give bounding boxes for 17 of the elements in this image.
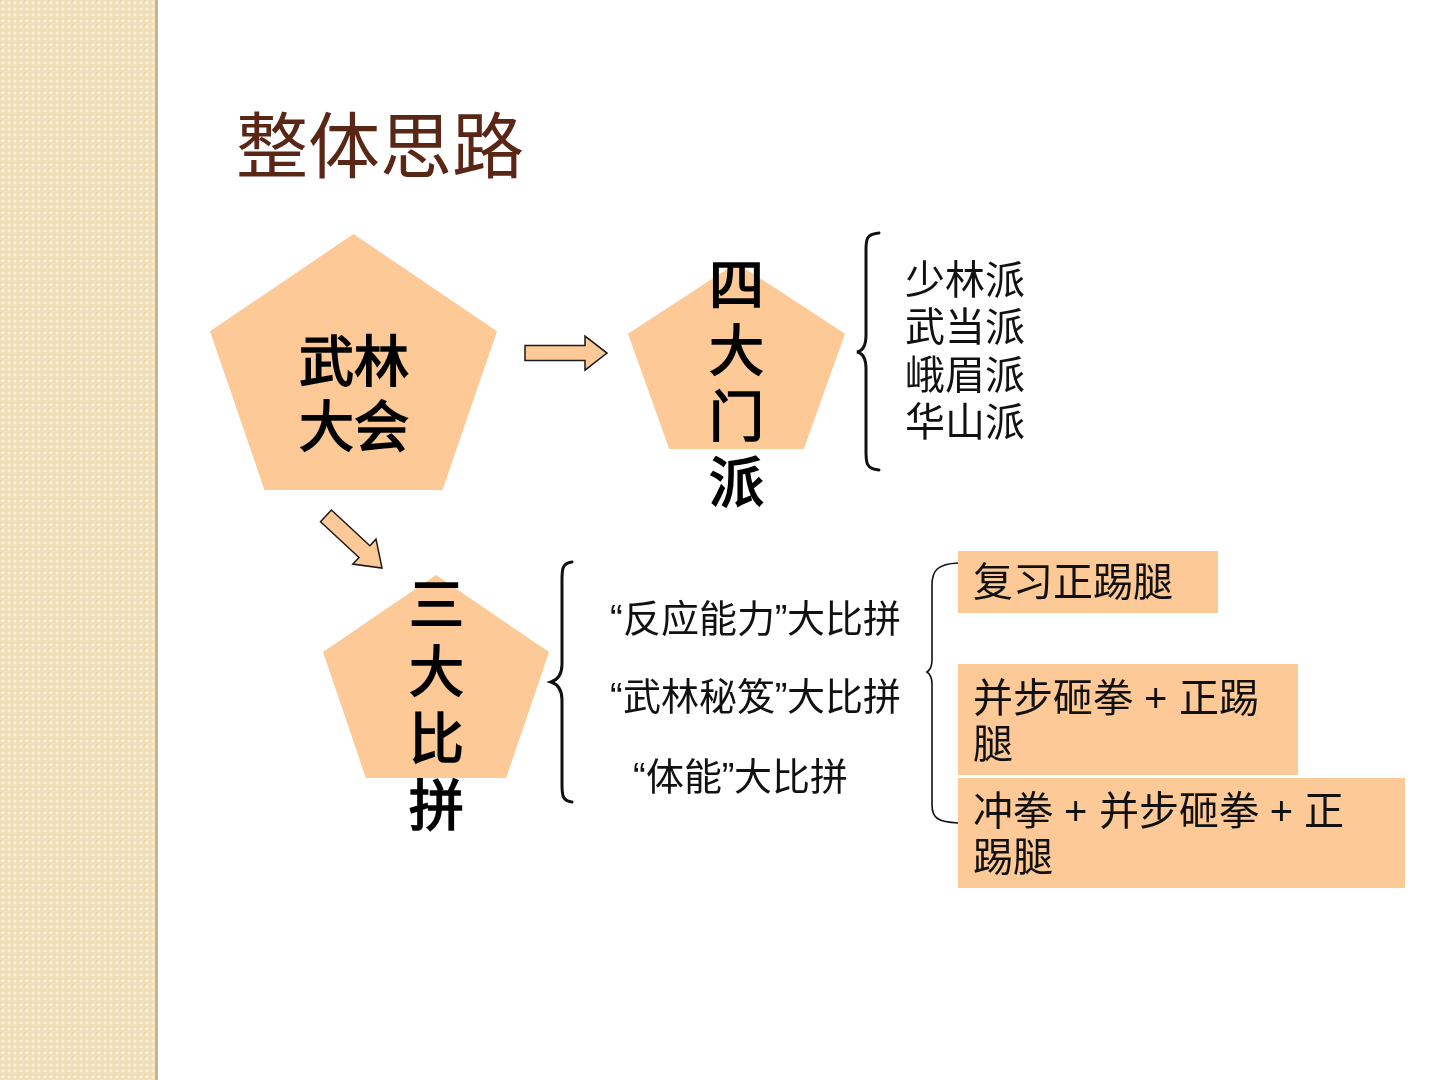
list-item-text: “体能”大比拼 (633, 755, 849, 800)
block-arrow (319, 508, 383, 569)
page-title: 整体思路 (236, 110, 524, 186)
list-item-text: “武林秘笈”大比拼 (610, 675, 902, 720)
vertical-node-label: 三大比拼 (407, 573, 465, 840)
list-item-text: 峨眉派 (905, 352, 1025, 399)
list-item-text: 少林派 (905, 257, 1025, 304)
step-box: 冲拳 + 并步砸拳 + 正踢腿 (958, 778, 1405, 888)
step-box: 并步砸拳 + 正踢腿 (958, 664, 1298, 775)
list-item-text: 武当派 (905, 304, 1025, 351)
block-arrow (524, 334, 609, 372)
step-box: 复习正踢腿 (958, 551, 1218, 613)
list-item-text: “反应能力”大比拼 (610, 597, 902, 642)
pentagon-node (210, 234, 497, 490)
vertical-node-label: 四大门派 (708, 253, 765, 516)
node-label: 武林大会 (297, 330, 410, 460)
list-item-text: 华山派 (905, 399, 1025, 446)
